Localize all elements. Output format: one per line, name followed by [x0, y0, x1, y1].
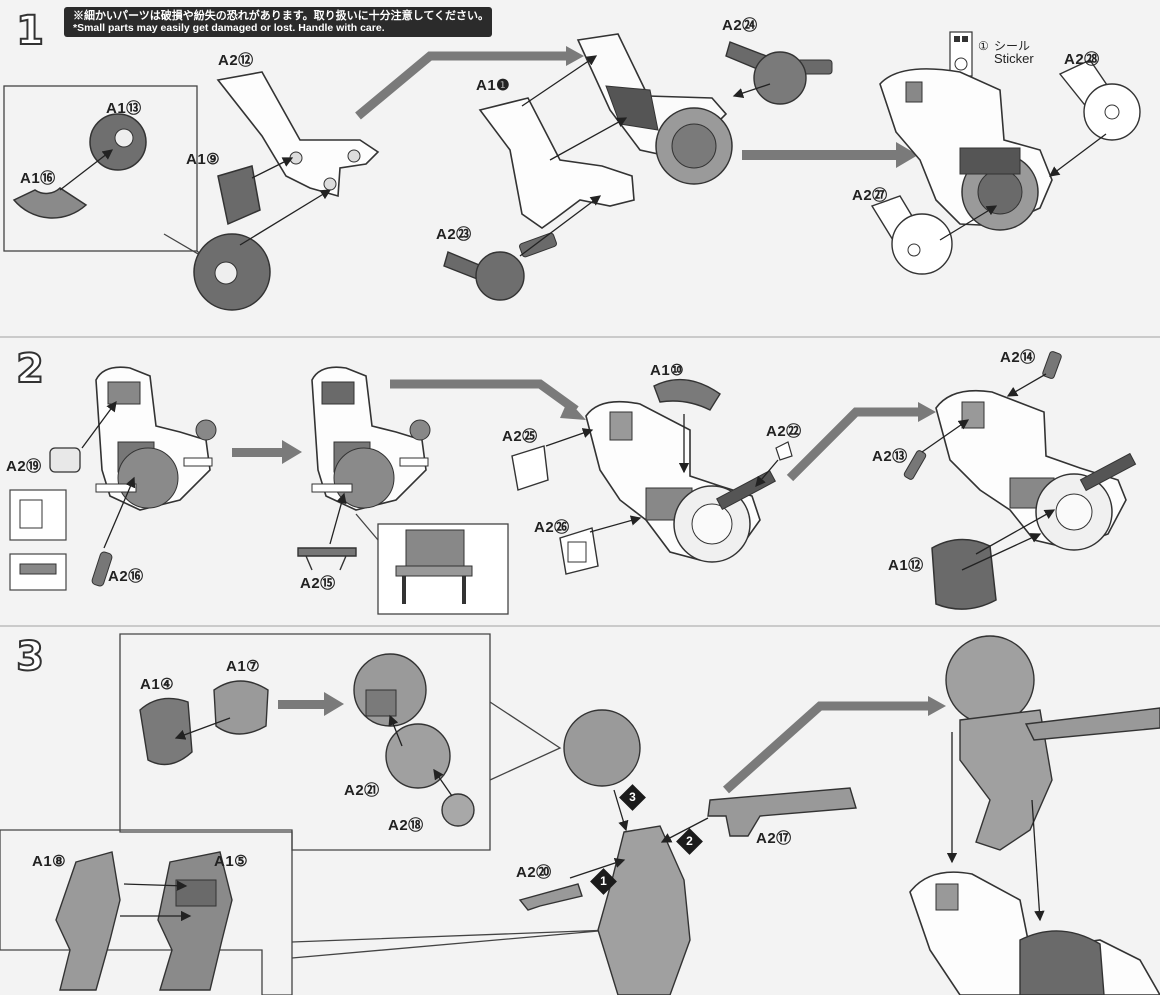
step-1-diagram [3, 31, 1141, 311]
part-label: A2⑰ [756, 830, 792, 847]
part-label: A2㉓ [436, 226, 472, 243]
step-3-diagram [0, 633, 1160, 995]
part-label: A2㉑ [344, 782, 380, 799]
part-label: A2㉕ [502, 428, 538, 445]
part-label: A2⑬ [872, 448, 908, 465]
part-label: A2⑭ [1000, 349, 1036, 366]
part-label: A2㉒ [766, 423, 802, 440]
part-label: A1❶ [476, 77, 511, 94]
warning-banner: ※細かいパーツは破損や紛失の恐れがあります。取り扱いに十分注意してください。 *… [64, 7, 492, 37]
part-label: A2㉖ [534, 519, 570, 536]
part-label: A1⑨ [186, 151, 221, 168]
part-label: A2⑫ [218, 52, 254, 69]
part-label: A1⑤ [214, 853, 249, 870]
step-number-1: 1 [15, 7, 45, 55]
step-number-3: 3 [15, 633, 45, 681]
part-label: A1⑩ [650, 362, 685, 379]
part-label: A2㉗ [852, 187, 888, 204]
sticker-number: ① [978, 39, 989, 53]
sticker-jp-label: シール [994, 39, 1031, 53]
order-marker-1: 1 [590, 868, 617, 895]
warning-japanese-text: ※細かいパーツは破損や紛失の恐れがあります。取り扱いに十分注意してください。 [73, 10, 490, 22]
part-label: A2⑯ [108, 568, 144, 585]
part-label: A1⑯ [20, 170, 56, 187]
part-label: A1⑧ [32, 853, 67, 870]
part-label: A1⑦ [226, 658, 261, 675]
order-marker-2: 2 [676, 828, 703, 855]
part-label: A2⑱ [388, 817, 424, 834]
part-label: A1⑫ [888, 557, 924, 574]
part-label: A1④ [140, 676, 175, 693]
part-label: A2⑮ [300, 575, 336, 592]
order-marker-3: 3 [619, 784, 646, 811]
part-label: A2㉔ [722, 17, 758, 34]
sticker-en-label: Sticker [994, 51, 1034, 66]
part-label: A2⑲ [6, 458, 42, 475]
warning-english-text: *Small parts may easily get damaged or l… [73, 22, 385, 34]
part-label: A1⑬ [106, 100, 142, 117]
part-label: A2㉘ [1064, 51, 1100, 68]
step-number-2: 2 [15, 345, 45, 393]
part-label: A2⑳ [516, 864, 552, 881]
step-2-diagram [9, 351, 1137, 615]
